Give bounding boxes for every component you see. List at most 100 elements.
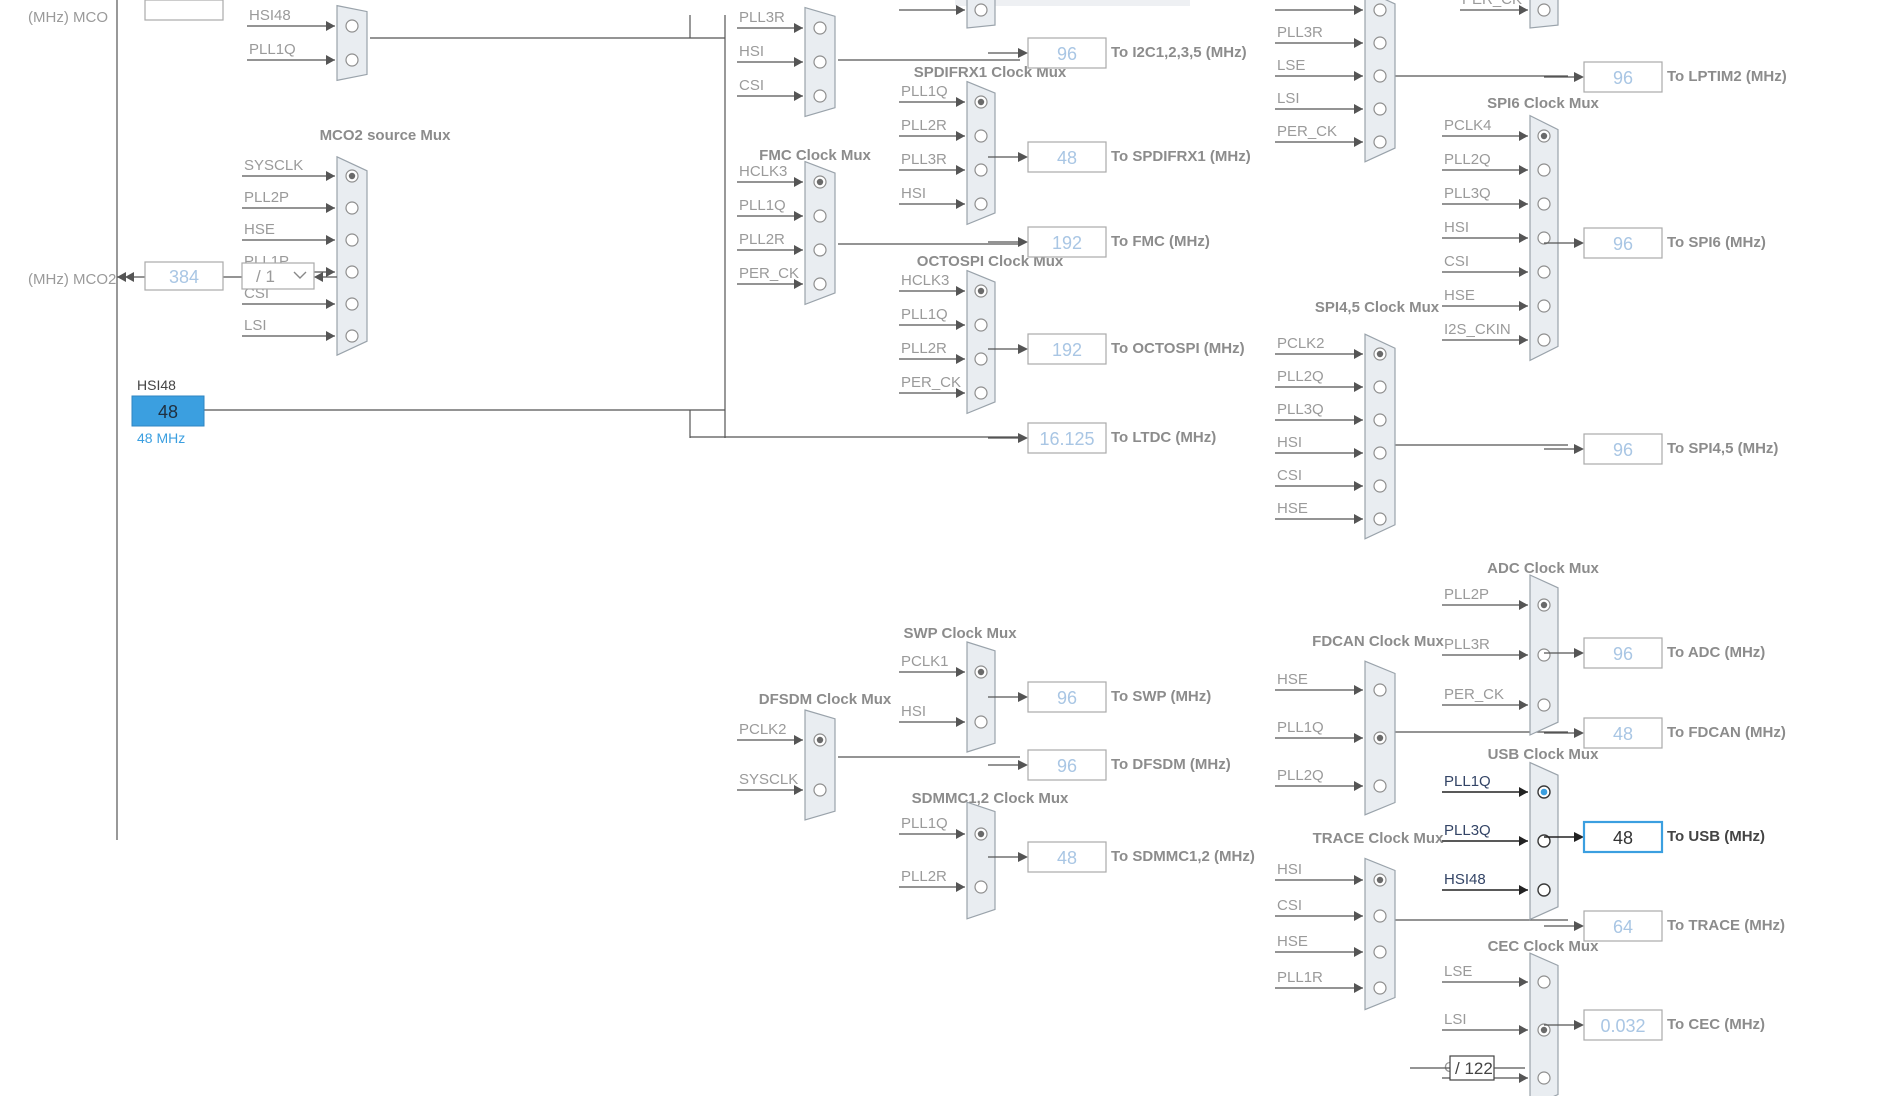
- mux-radio[interactable]: [1373, 135, 1387, 149]
- mux-radio[interactable]: [974, 129, 988, 143]
- output-value-box[interactable]: [1583, 227, 1663, 259]
- output-value-box[interactable]: [1027, 749, 1107, 781]
- mux-body: [336, 155, 368, 357]
- output-value-box[interactable]: [1583, 1009, 1663, 1041]
- mux-title: TRACE Clock Mux: [1313, 830, 1445, 847]
- mux-radio[interactable]: [1537, 163, 1551, 177]
- mux-radio[interactable]: [345, 201, 359, 215]
- output-label: To DFSDM (MHz): [1111, 756, 1231, 773]
- mux-radio[interactable]: [1373, 512, 1387, 526]
- mux-input-label: PLL1Q: [901, 83, 948, 100]
- mux-body: [1364, 857, 1396, 1011]
- mux-radio[interactable]: [1373, 446, 1387, 460]
- output-value-box[interactable]: [1583, 910, 1663, 942]
- mux-radio[interactable]: [345, 329, 359, 343]
- mux-radio[interactable]: [974, 386, 988, 400]
- mux-radio[interactable]: [1373, 3, 1387, 17]
- mux-radio-selected: [816, 736, 824, 744]
- mux-radio[interactable]: [1373, 945, 1387, 959]
- mux-radio[interactable]: [1537, 231, 1551, 245]
- mux-radio[interactable]: [1537, 648, 1551, 662]
- mux-radio[interactable]: [974, 163, 988, 177]
- mux-radio[interactable]: [1537, 299, 1551, 313]
- mux-radio[interactable]: [1373, 981, 1387, 995]
- mux-radio[interactable]: [1373, 69, 1387, 83]
- mux-radio[interactable]: [813, 783, 827, 797]
- mux-radio[interactable]: [974, 318, 988, 332]
- mux-radio[interactable]: [1373, 779, 1387, 793]
- mux-title: SWP Clock Mux: [903, 625, 1017, 642]
- output-value-box[interactable]: [1027, 37, 1107, 69]
- mux-radio[interactable]: [345, 265, 359, 279]
- mux-radio[interactable]: [345, 19, 359, 33]
- mux-radio[interactable]: [813, 55, 827, 69]
- output-value-box[interactable]: [1027, 141, 1107, 173]
- output-value-box[interactable]: [1582, 820, 1664, 854]
- mux-radio[interactable]: [1537, 333, 1551, 347]
- mux-radio[interactable]: [1373, 909, 1387, 923]
- mux-radio[interactable]: [1537, 698, 1551, 712]
- mux-radio[interactable]: [813, 209, 827, 223]
- mux-radio[interactable]: [1537, 975, 1551, 989]
- mux-body: [966, 80, 996, 226]
- output-value-box[interactable]: [1583, 717, 1663, 749]
- mux-input-label: LSI: [1277, 90, 1300, 107]
- mux-radio[interactable]: [813, 277, 827, 291]
- mux-radio[interactable]: [345, 297, 359, 311]
- output-value-box[interactable]: [1027, 333, 1107, 365]
- mux-input-label: HSI: [739, 43, 764, 60]
- mux-radio[interactable]: [974, 880, 988, 894]
- output-value-box[interactable]: [1027, 841, 1107, 873]
- output-value-box[interactable]: [1027, 681, 1107, 713]
- output-value-box[interactable]: [1583, 433, 1663, 465]
- output-label: To LPTIM2 (MHz): [1667, 68, 1787, 85]
- mux-radio[interactable]: [345, 53, 359, 67]
- mux-radio[interactable]: [1537, 265, 1551, 279]
- mux-radio[interactable]: [1373, 102, 1387, 116]
- mux-radio[interactable]: [1373, 479, 1387, 493]
- hsi48-value-box[interactable]: [131, 395, 205, 427]
- mux-input-label: PLL2R: [739, 231, 785, 248]
- output-value-box[interactable]: [1027, 226, 1107, 258]
- mux-radio[interactable]: [345, 233, 359, 247]
- mux-radio[interactable]: [1537, 197, 1551, 211]
- output-value-box[interactable]: [1583, 61, 1663, 93]
- cec-divider-box[interactable]: [1449, 1055, 1495, 1081]
- mux-input-label: PCLK2: [739, 721, 787, 738]
- mux-radio[interactable]: [1537, 834, 1551, 848]
- output-value-box[interactable]: [1027, 422, 1107, 454]
- mux-radio[interactable]: [1537, 1071, 1551, 1085]
- mux-radio[interactable]: [1373, 683, 1387, 697]
- output-value: 48: [1057, 848, 1077, 868]
- mux-input-label: PLL1Q: [739, 197, 786, 214]
- mco2-label: (MHz) MCO2: [28, 271, 116, 288]
- mux-title: FDCAN Clock Mux: [1312, 633, 1444, 650]
- output-value: 0.032: [1600, 1016, 1645, 1036]
- mux-input-label: PLL2R: [901, 868, 947, 885]
- mux-radio[interactable]: [974, 3, 988, 17]
- mux-radio[interactable]: [974, 715, 988, 729]
- mux-radio[interactable]: [1373, 36, 1387, 50]
- output-value-box[interactable]: [1583, 637, 1663, 669]
- mux-radio[interactable]: [1537, 3, 1551, 17]
- mux-radio[interactable]: [974, 352, 988, 366]
- mux-radio[interactable]: [1537, 883, 1551, 897]
- mux-radio-selected: [1540, 132, 1548, 140]
- mux-input-label: I2S_CKIN: [1444, 321, 1511, 338]
- mux-radio[interactable]: [813, 21, 827, 35]
- mux-radio[interactable]: [813, 243, 827, 257]
- mux-radio[interactable]: [1373, 380, 1387, 394]
- mux-radio[interactable]: [1373, 413, 1387, 427]
- mux-radio[interactable]: [974, 197, 988, 211]
- output-label: To OCTOSPI (MHz): [1111, 340, 1245, 357]
- mux-radio[interactable]: [813, 89, 827, 103]
- mco2-divider-select[interactable]: / 1: [241, 262, 315, 290]
